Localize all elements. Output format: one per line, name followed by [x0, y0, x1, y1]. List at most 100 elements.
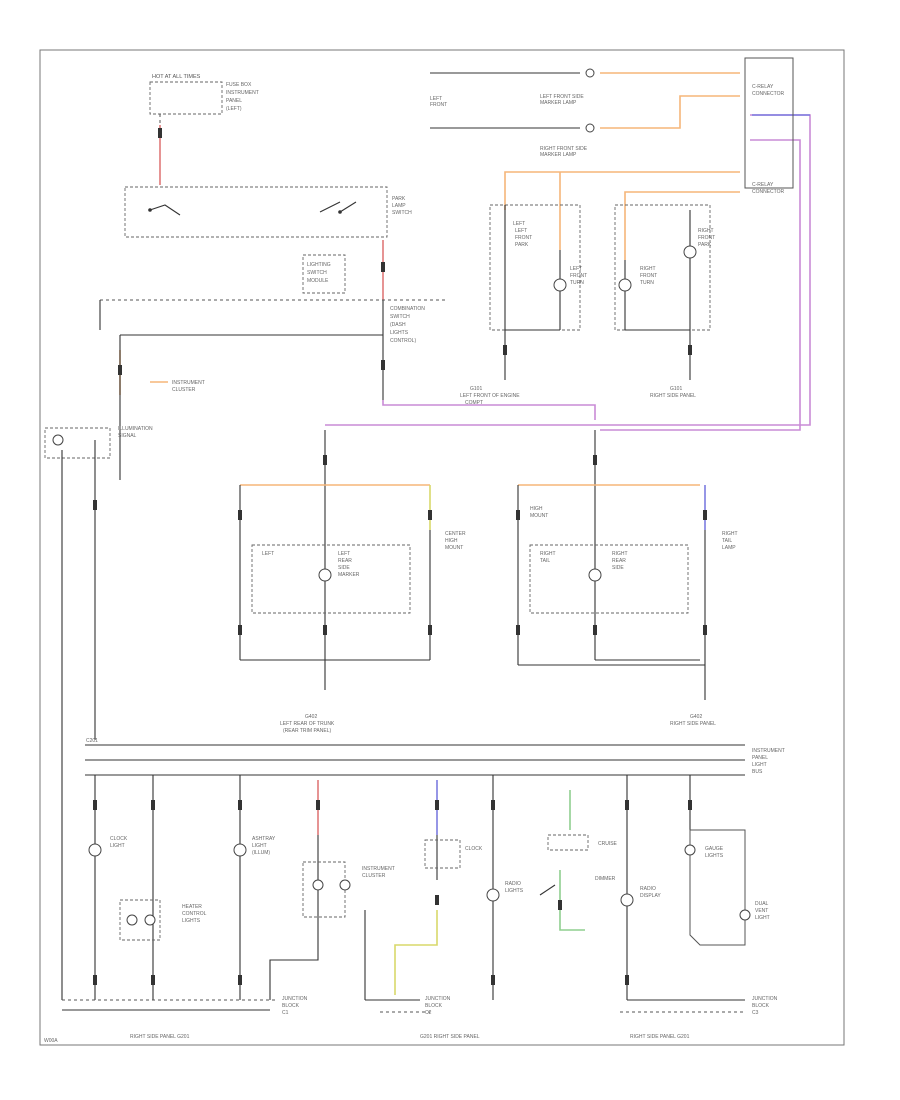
right-front-lamp-cluster: RIGHT FRONT PARK RIGHT FRONT TURN G101 R… — [614, 204, 715, 399]
svg-text:BLOCK: BLOCK — [282, 1003, 300, 1009]
svg-text:LIGHT: LIGHT — [752, 762, 767, 768]
svg-text:C2: C2 — [425, 1010, 432, 1016]
svg-text:(DASH: (DASH — [390, 322, 406, 328]
svg-text:SWITCH: SWITCH — [392, 210, 412, 216]
svg-text:JUNCTION: JUNCTION — [752, 996, 778, 1002]
svg-text:JUNCTION: JUNCTION — [282, 996, 308, 1002]
svg-text:C1: C1 — [282, 1010, 289, 1016]
svg-text:RIGHT SIDE PANEL G201: RIGHT SIDE PANEL G201 — [630, 1034, 690, 1040]
svg-text:FRONT: FRONT — [640, 273, 657, 279]
svg-text:RADIO: RADIO — [640, 886, 656, 892]
svg-text:SIDE: SIDE — [338, 565, 350, 571]
svg-text:HIGH: HIGH — [445, 538, 458, 544]
connector-markers — [93, 128, 707, 985]
svg-text:MARKER LAMP: MARKER LAMP — [540, 100, 577, 106]
svg-text:REAR: REAR — [338, 558, 352, 564]
svg-text:SWITCH: SWITCH — [390, 314, 410, 320]
switch-box-label: PARK — [392, 196, 406, 202]
svg-text:G101: G101 — [470, 386, 482, 392]
svg-text:TAIL: TAIL — [540, 558, 550, 564]
svg-text:MOUNT: MOUNT — [445, 545, 463, 551]
svg-text:MOUNT: MOUNT — [530, 513, 548, 519]
svg-text:VENT: VENT — [755, 908, 768, 914]
svg-text:DISPLAY: DISPLAY — [640, 893, 661, 899]
svg-text:SIDE: SIDE — [612, 565, 624, 571]
svg-text:JUNCTION: JUNCTION — [425, 996, 451, 1002]
svg-text:CLUSTER: CLUSTER — [362, 873, 386, 879]
svg-text:LIGHTS: LIGHTS — [505, 888, 524, 894]
svg-text:FRONT: FRONT — [570, 273, 587, 279]
svg-text:MARKER LAMP: MARKER LAMP — [540, 152, 577, 158]
svg-text:C-RELAY: C-RELAY — [752, 182, 774, 188]
svg-text:BLOCK: BLOCK — [752, 1003, 770, 1009]
svg-text:DUAL: DUAL — [755, 901, 769, 907]
svg-text:(REAR TRIM PANEL): (REAR TRIM PANEL) — [283, 728, 331, 734]
svg-text:CRUISE: CRUISE — [598, 841, 618, 847]
svg-text:INSTRUMENT: INSTRUMENT — [752, 748, 785, 754]
svg-text:LEFT FRONT OF ENGINE: LEFT FRONT OF ENGINE — [460, 393, 520, 399]
svg-text:G402: G402 — [305, 714, 317, 720]
svg-text:LIGHT: LIGHT — [252, 843, 267, 849]
svg-text:BUS: BUS — [752, 769, 763, 775]
svg-text:RIGHT: RIGHT — [540, 551, 556, 557]
svg-text:CENTER: CENTER — [445, 531, 466, 537]
svg-text:CONNECTOR: CONNECTOR — [752, 91, 785, 97]
svg-text:LIGHTS: LIGHTS — [390, 330, 409, 336]
svg-text:PANEL: PANEL — [226, 98, 242, 104]
svg-text:LEFT: LEFT — [430, 96, 442, 102]
fuse-box-label: FUSE BOX — [226, 82, 252, 88]
svg-text:RADIO: RADIO — [505, 881, 521, 887]
svg-text:C-RELAY: C-RELAY — [752, 84, 774, 90]
svg-text:LEFT: LEFT — [515, 228, 527, 234]
svg-text:ASHTRAY: ASHTRAY — [252, 836, 276, 842]
top-right-block: LEFT FRONT LEFT FRONT SIDE MARKER LAMP R… — [430, 57, 794, 260]
svg-text:GAUGE: GAUGE — [705, 846, 724, 852]
svg-text:TURN: TURN — [640, 280, 654, 286]
svg-text:(LEFT): (LEFT) — [226, 106, 242, 112]
svg-text:INSTRUMENT: INSTRUMENT — [226, 90, 259, 96]
svg-text:RIGHT: RIGHT — [640, 266, 656, 272]
svg-text:LEFT: LEFT — [338, 551, 350, 557]
svg-text:G201 RIGHT SIDE PANEL: G201 RIGHT SIDE PANEL — [420, 1034, 480, 1040]
svg-text:COMPT: COMPT — [465, 400, 483, 406]
lighting-switch-module: LIGHTING SWITCH MODULE — [302, 254, 346, 294]
corner-label: W00A — [44, 1038, 58, 1044]
svg-text:LAMP: LAMP — [722, 545, 736, 551]
svg-text:PANEL: PANEL — [752, 755, 768, 761]
svg-text:RIGHT SIDE PANEL: RIGHT SIDE PANEL — [650, 393, 696, 399]
svg-text:LIGHTS: LIGHTS — [705, 853, 724, 859]
svg-text:MODULE: MODULE — [307, 278, 329, 284]
svg-text:LEFT: LEFT — [262, 551, 274, 557]
svg-text:PARK: PARK — [515, 242, 529, 248]
svg-text:BLOCK: BLOCK — [425, 1003, 443, 1009]
svg-text:FRONT: FRONT — [698, 235, 715, 241]
svg-text:TURN: TURN — [570, 280, 584, 286]
svg-text:LIGHT: LIGHT — [755, 915, 770, 921]
svg-text:HIGH: HIGH — [530, 506, 543, 512]
svg-text:RIGHT SIDE PANEL: RIGHT SIDE PANEL — [670, 721, 716, 727]
svg-text:COMBINATION: COMBINATION — [390, 306, 425, 312]
svg-text:ILLUMINATION: ILLUMINATION — [118, 426, 153, 432]
instrument-panel-light-bus: INSTRUMENT PANEL LIGHT BUS C201 — [85, 738, 785, 776]
svg-text:LEFT REAR OF TRUNK: LEFT REAR OF TRUNK — [280, 721, 335, 727]
svg-text:RIGHT FRONT SIDE: RIGHT FRONT SIDE — [540, 146, 588, 152]
svg-text:LEFT: LEFT — [570, 266, 582, 272]
park-lamp-switch: PARK LAMP SWITCH — [124, 186, 412, 238]
svg-text:C201: C201 — [86, 738, 98, 744]
svg-text:RIGHT: RIGHT — [612, 551, 628, 557]
svg-text:CONTROL: CONTROL — [182, 911, 207, 917]
svg-text:TAIL: TAIL — [722, 538, 732, 544]
left-rear-cluster: LEFT LEFT REAR SIDE MARKER CENTER HIGH M… — [239, 430, 466, 734]
svg-text:SWITCH: SWITCH — [307, 270, 327, 276]
svg-text:REAR: REAR — [612, 558, 626, 564]
svg-text:LIGHT: LIGHT — [110, 843, 125, 849]
svg-text:CLOCK: CLOCK — [465, 846, 483, 852]
fuse-block: HOT AT ALL TIMES FUSE BOX INSTRUMENT PAN… — [149, 74, 259, 185]
svg-text:SIGNAL: SIGNAL — [118, 433, 137, 439]
svg-text:RIGHT SIDE PANEL G201: RIGHT SIDE PANEL G201 — [130, 1034, 190, 1040]
svg-text:G402: G402 — [690, 714, 702, 720]
svg-text:FRONT: FRONT — [515, 235, 532, 241]
svg-text:PARK: PARK — [698, 242, 712, 248]
svg-text:INSTRUMENT: INSTRUMENT — [172, 380, 205, 386]
svg-text:FRONT: FRONT — [430, 102, 447, 108]
